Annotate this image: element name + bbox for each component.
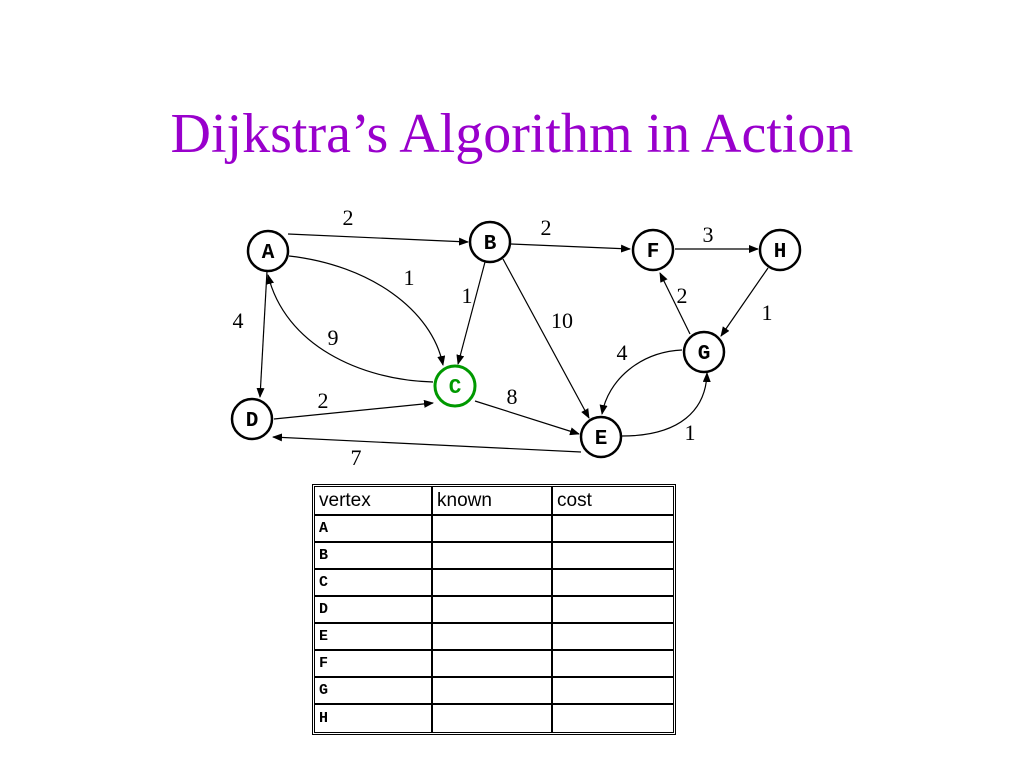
node-d-label: D xyxy=(246,410,259,433)
vertex-cell: B xyxy=(315,543,433,570)
node-c: C xyxy=(433,364,477,408)
edge-weight-f-h: 3 xyxy=(703,222,714,247)
cost-cell[interactable] xyxy=(553,624,673,651)
cost-cell[interactable] xyxy=(553,651,673,678)
vertex-cell: G xyxy=(315,678,433,705)
edge-e-g xyxy=(621,372,711,437)
node-f-label: F xyxy=(647,241,660,264)
edge-b-e xyxy=(502,258,590,419)
edge-weight-g-f: 2 xyxy=(677,283,688,308)
table-row: C xyxy=(315,570,673,597)
node-d: D xyxy=(230,397,274,441)
graph-diagram: 2 1 4 9 1 2 10 3 1 2 4 1 2 8 7 A B C D E… xyxy=(230,205,802,470)
table-row: D xyxy=(315,597,673,624)
edge-weight-a-c: 1 xyxy=(404,265,415,290)
node-f: F xyxy=(631,228,675,272)
node-h: H xyxy=(758,228,802,272)
vertex-cell: D xyxy=(315,597,433,624)
edge-weight-b-c: 1 xyxy=(462,283,473,308)
known-cell[interactable] xyxy=(433,516,553,543)
edge-c-a xyxy=(266,274,434,383)
table-row: E xyxy=(315,624,673,651)
cost-cell[interactable] xyxy=(553,597,673,624)
known-cell[interactable] xyxy=(433,678,553,705)
node-e: E xyxy=(579,415,623,459)
vertex-cell: E xyxy=(315,624,433,651)
cost-cell[interactable] xyxy=(553,516,673,543)
edge-g-e xyxy=(599,349,683,415)
edge-weight-a-d: 4 xyxy=(233,308,244,333)
vertex-cell: A xyxy=(315,516,433,543)
table-row: B xyxy=(315,543,673,570)
edge-weight-e-d: 7 xyxy=(351,445,362,470)
edge-h-g xyxy=(720,267,769,337)
node-h-label: H xyxy=(774,241,787,264)
node-g-label: G xyxy=(698,343,711,366)
known-cell[interactable] xyxy=(433,651,553,678)
vertex-cell: F xyxy=(315,651,433,678)
cost-cell[interactable] xyxy=(553,543,673,570)
edge-e-d xyxy=(272,433,582,453)
cost-cell[interactable] xyxy=(553,570,673,597)
known-cell[interactable] xyxy=(433,705,553,732)
edge-weight-e-g: 1 xyxy=(685,420,696,445)
edge-b-c xyxy=(456,261,486,365)
edge-a-d xyxy=(256,270,268,398)
edge-weight-b-e: 10 xyxy=(551,308,573,333)
node-g: G xyxy=(682,330,726,374)
edge-weight-h-g: 1 xyxy=(762,300,773,325)
table-row: G xyxy=(315,678,673,705)
header-vertex: vertex xyxy=(315,487,433,516)
table-row: F xyxy=(315,651,673,678)
edge-weight-d-c: 2 xyxy=(318,388,329,413)
edge-weight-c-a: 9 xyxy=(328,325,339,350)
edge-weight-c-e: 8 xyxy=(507,384,518,409)
known-cell[interactable] xyxy=(433,624,553,651)
edge-weight-a-b: 2 xyxy=(343,205,354,230)
edge-d-c xyxy=(273,399,434,420)
node-a: A xyxy=(246,229,290,273)
cost-cell[interactable] xyxy=(553,678,673,705)
edge-g-f xyxy=(659,272,691,335)
node-c-label: C xyxy=(449,377,462,400)
table-row: H xyxy=(315,705,673,732)
header-cost: cost xyxy=(553,487,673,516)
cost-cell[interactable] xyxy=(553,705,673,732)
known-cell[interactable] xyxy=(433,597,553,624)
known-cell[interactable] xyxy=(433,543,553,570)
slide-title: Dijkstra’s Algorithm in Action xyxy=(170,103,854,165)
vertex-cell: H xyxy=(315,705,433,732)
vertex-table: vertex known cost A B C D E xyxy=(312,484,676,735)
edge-c-e xyxy=(474,400,580,436)
node-b: B xyxy=(468,220,512,264)
vertex-cell: C xyxy=(315,570,433,597)
edge-b-f xyxy=(510,243,631,253)
edge-a-c xyxy=(288,255,446,366)
node-b-label: B xyxy=(484,233,497,256)
known-cell[interactable] xyxy=(433,570,553,597)
node-e-label: E xyxy=(595,428,608,451)
edge-weight-b-f: 2 xyxy=(541,215,552,240)
table-row: A xyxy=(315,516,673,543)
edge-weight-g-e: 4 xyxy=(617,340,628,365)
table-header-row: vertex known cost xyxy=(315,487,673,516)
node-a-label: A xyxy=(262,242,275,265)
header-known: known xyxy=(433,487,553,516)
edge-a-b xyxy=(287,233,469,246)
